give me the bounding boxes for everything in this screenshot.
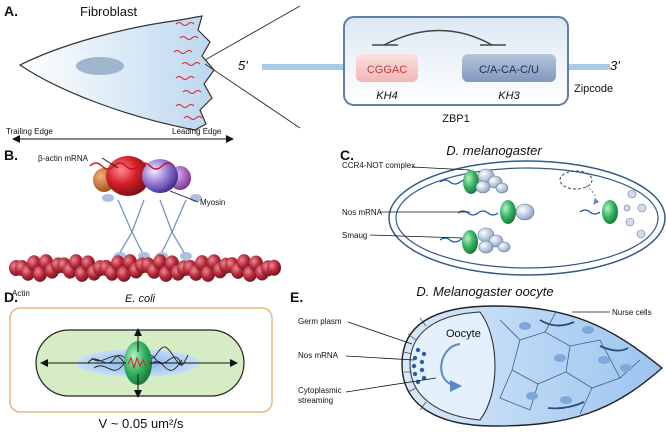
degraded-fragments xyxy=(623,189,647,239)
actin-monomer xyxy=(117,265,131,282)
panel-b: B. β-actin mRNA Myosin Actin xyxy=(4,147,281,298)
actin-label: Actin xyxy=(12,289,30,298)
myosin-legs xyxy=(117,199,187,257)
trailing-edge-label: Trailing Edge xyxy=(6,127,53,136)
panel-d: D. E. coli V ~ 0.05 um²/s xyxy=(4,289,273,431)
fibroblast-nucleus xyxy=(76,57,124,75)
panel-e: E. D. Melanogaster oocyte xyxy=(290,284,664,427)
follicle-cells xyxy=(403,317,427,411)
five-prime-label: 5' xyxy=(238,58,248,73)
embryo-outer xyxy=(388,160,666,276)
nurse-cells-label: Nurse cells xyxy=(612,308,652,317)
beta-actin-mrna xyxy=(89,162,175,170)
panel-label-a: A. xyxy=(4,3,18,19)
ring-canal-lines xyxy=(539,319,629,410)
ccr4-not-balls-1 xyxy=(475,168,509,194)
three-prime-label: 3' xyxy=(610,58,620,73)
beta-actin-mrna-label: β-actin mRNA xyxy=(38,154,89,163)
cytoplasmic-streaming-arc xyxy=(440,343,462,392)
streaming-label-line1: Cytoplasmic xyxy=(298,386,342,395)
kh3-domain: KH3 xyxy=(498,90,520,102)
actin-monomer xyxy=(267,259,281,276)
actin-monomer xyxy=(69,254,83,271)
kh4-motif-box xyxy=(356,54,418,82)
velocity-label: V ~ 0.05 um²/s xyxy=(99,416,184,431)
oocyte-label: Oocyte xyxy=(446,328,481,340)
embryo-inner xyxy=(395,167,659,269)
nos-mrna-green-4 xyxy=(602,200,618,224)
zoom-line-bottom xyxy=(204,63,301,129)
zoom-line-top xyxy=(204,5,301,61)
zbp1-box xyxy=(343,16,569,106)
nos-mrna-label-c: Nos mRNA xyxy=(342,208,383,217)
actin-filament xyxy=(9,254,281,282)
panel-c: C. D. melanogaster CCR4-NOT com xyxy=(340,143,666,276)
mrna-red-d xyxy=(127,356,147,370)
nos-mrna-green-3 xyxy=(462,230,478,254)
zbp1-label: ZBP1 xyxy=(442,113,470,125)
nos-mrna-green-2 xyxy=(500,200,516,224)
actin-monomer xyxy=(201,265,215,282)
smaug-label: Smaug xyxy=(342,231,367,240)
panel-e-title: D. Melanogaster oocyte xyxy=(416,284,553,299)
panel-a: A. Fibroblast Trailing Edge Leading Edge… xyxy=(4,3,620,143)
panel-label-e: E. xyxy=(290,289,303,305)
myosin-heads xyxy=(102,194,202,260)
panel-d-title: E. coli xyxy=(125,293,156,305)
nos-mrna-green-1 xyxy=(463,170,479,194)
panel-label-b: B. xyxy=(4,147,18,163)
myosin-label: Myosin xyxy=(200,198,225,207)
kh3-motif: C/A-CA-C/U xyxy=(479,64,539,76)
actin-monomer xyxy=(237,254,251,271)
ccr4-not-balls-3 xyxy=(477,227,511,254)
kh4-domain: KH4 xyxy=(376,90,397,102)
streaming-label-line2: streaming xyxy=(298,396,333,405)
fibroblast-label: Fibroblast xyxy=(80,4,137,19)
fibroblast-cell xyxy=(18,15,215,131)
kh-linker-arc xyxy=(383,29,493,46)
released-dashed-circle xyxy=(559,170,593,190)
leading-edge-label: Leading Edge xyxy=(172,127,222,136)
ccr4-not-label: CCR4-NOT complex xyxy=(342,161,415,170)
nos-green-ball-d xyxy=(124,341,152,385)
actin-monomer xyxy=(153,254,167,271)
kh3-motif-box xyxy=(462,54,556,82)
kh4-motif: CGGAC xyxy=(367,64,407,76)
panel-c-title: D. melanogaster xyxy=(446,143,542,158)
nurse-cell-network xyxy=(499,311,641,415)
mrna-squiggles xyxy=(173,22,203,120)
zipcode-label: Zipcode xyxy=(574,83,613,95)
nos-mrna-label-e: Nos mRNA xyxy=(298,351,339,360)
actin-monomer xyxy=(33,265,47,282)
panel-label-c: C. xyxy=(340,147,354,163)
panel-label-d: D. xyxy=(4,289,18,305)
nurse-cell-nuclei xyxy=(519,322,632,404)
ccr4-not-balls-2 xyxy=(515,203,535,221)
germ-plasm-label: Germ plasm xyxy=(298,317,342,326)
